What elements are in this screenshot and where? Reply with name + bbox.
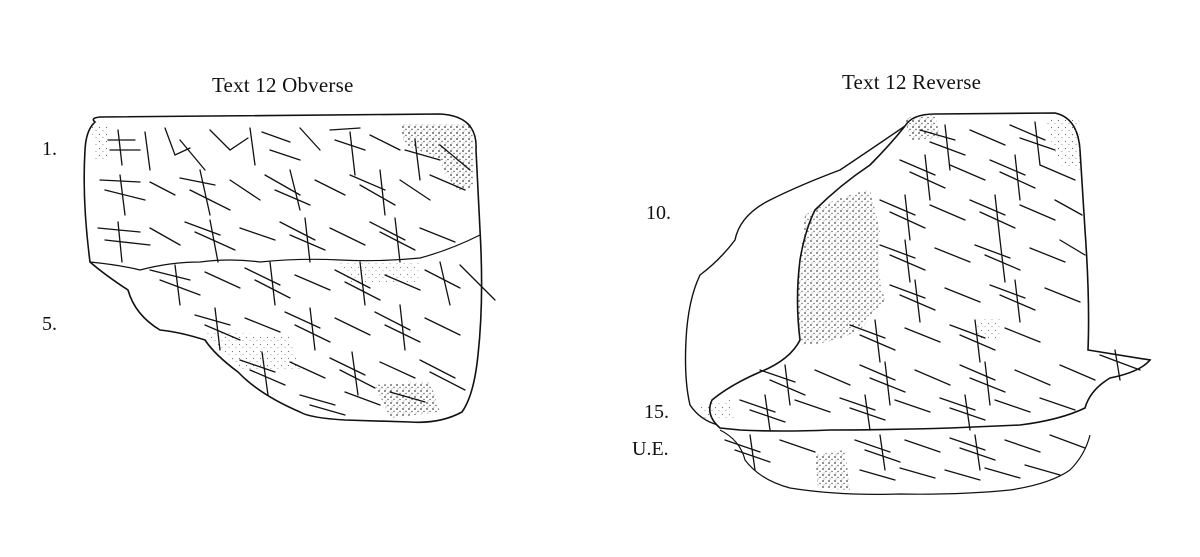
reverse-title: Text 12 Reverse	[842, 70, 982, 94]
line-label-1: 1.	[42, 138, 57, 160]
line-label-10: 10.	[646, 202, 671, 224]
reverse-outer-outline	[684, 125, 906, 426]
line-label-5: 5.	[42, 313, 57, 335]
obverse-outline	[83, 113, 483, 424]
reverse-upper-edge	[719, 429, 1091, 495]
obverse-tablet	[83, 113, 496, 424]
reverse-tablet	[684, 112, 1152, 495]
line-label-15: 15.	[644, 401, 669, 423]
obverse-break	[89, 234, 481, 271]
obverse-title: Text 12 Obverse	[212, 73, 354, 97]
line-label-upper-edge: U.E.	[632, 438, 669, 460]
reverse-outline	[709, 112, 1152, 432]
